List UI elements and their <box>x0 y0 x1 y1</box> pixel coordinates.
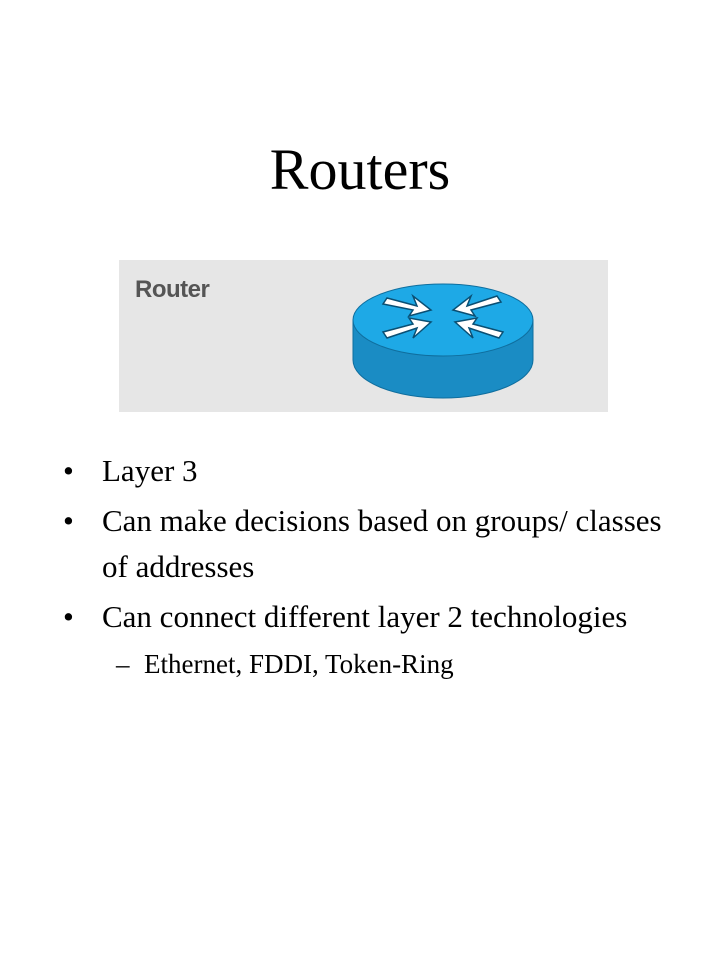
bullet-mark: • <box>63 503 74 538</box>
bullet-mark: • <box>63 453 74 488</box>
bullet-item: • Can make decisions based on groups/ cl… <box>0 498 720 590</box>
bullet-text: Can make decisions based on groups/ clas… <box>102 503 662 584</box>
bullet-item: • Layer 3 <box>0 448 720 494</box>
bullet-text: Layer 3 <box>102 453 198 488</box>
slide-title: Routers <box>269 137 451 202</box>
bullet-list: • Layer 3 • Can make decisions based on … <box>0 448 720 686</box>
sub-bullet-item: – Ethernet, FDDI, Token-Ring <box>0 642 720 686</box>
bullet-text: Can connect different layer 2 technologi… <box>102 599 628 634</box>
router-icon <box>352 283 534 399</box>
sub-bullet-text: Ethernet, FDDI, Token-Ring <box>144 649 454 679</box>
bullet-mark: • <box>63 599 74 634</box>
router-arrows <box>381 293 505 339</box>
router-top <box>352 283 534 357</box>
router-figure: Router <box>119 260 608 412</box>
sub-bullet-mark: – <box>116 649 130 679</box>
figure-caption: Router <box>135 276 210 303</box>
bullet-item: • Can connect different layer 2 technolo… <box>0 594 720 640</box>
